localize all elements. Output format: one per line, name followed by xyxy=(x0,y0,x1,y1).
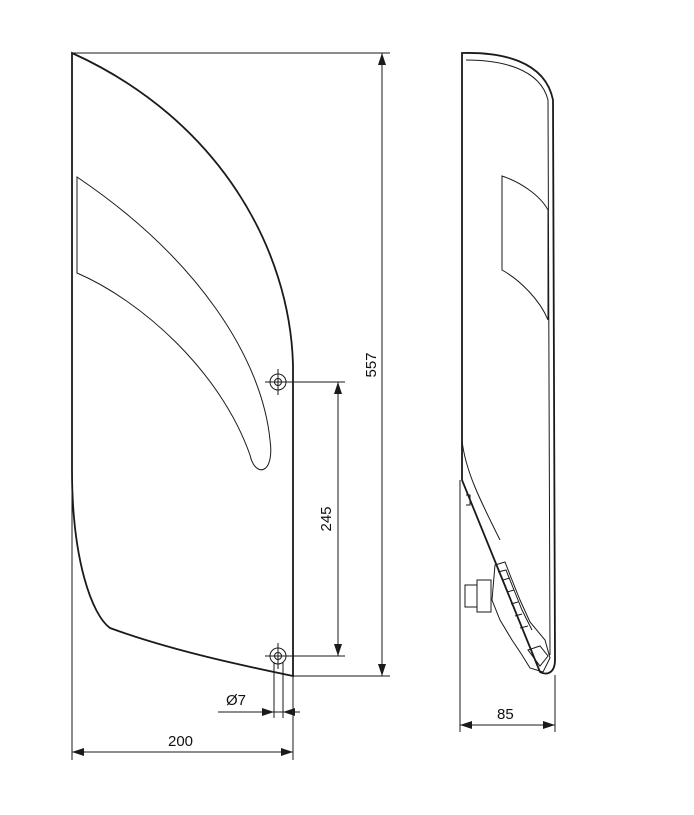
hole-spacing-label: 245 xyxy=(318,506,335,531)
height-dimension: 557 xyxy=(72,52,390,677)
hole-diameter-label: Ø7 xyxy=(226,692,246,709)
hole-diameter-dimension: Ø7 xyxy=(218,662,300,718)
depth-dimension-label: 85 xyxy=(497,706,514,723)
width-dimension: 200 xyxy=(71,470,294,760)
hole-spacing-dimension: 245 xyxy=(291,381,345,657)
depth-dimension: 85 xyxy=(459,480,556,732)
front-body-outline xyxy=(71,51,294,678)
side-window-panel xyxy=(501,175,549,321)
side-inner-profile xyxy=(465,59,551,656)
front-view xyxy=(71,51,294,678)
side-lower-contour xyxy=(461,439,501,541)
upper-mounting-hole xyxy=(265,369,291,395)
height-dimension-label: 557 xyxy=(363,352,380,377)
mechanism-assembly xyxy=(464,494,551,673)
width-dimension-label: 200 xyxy=(168,733,193,750)
lower-mounting-hole xyxy=(265,643,291,669)
front-window-panel xyxy=(76,176,272,471)
side-view xyxy=(461,52,556,675)
side-body-outline xyxy=(461,52,556,675)
